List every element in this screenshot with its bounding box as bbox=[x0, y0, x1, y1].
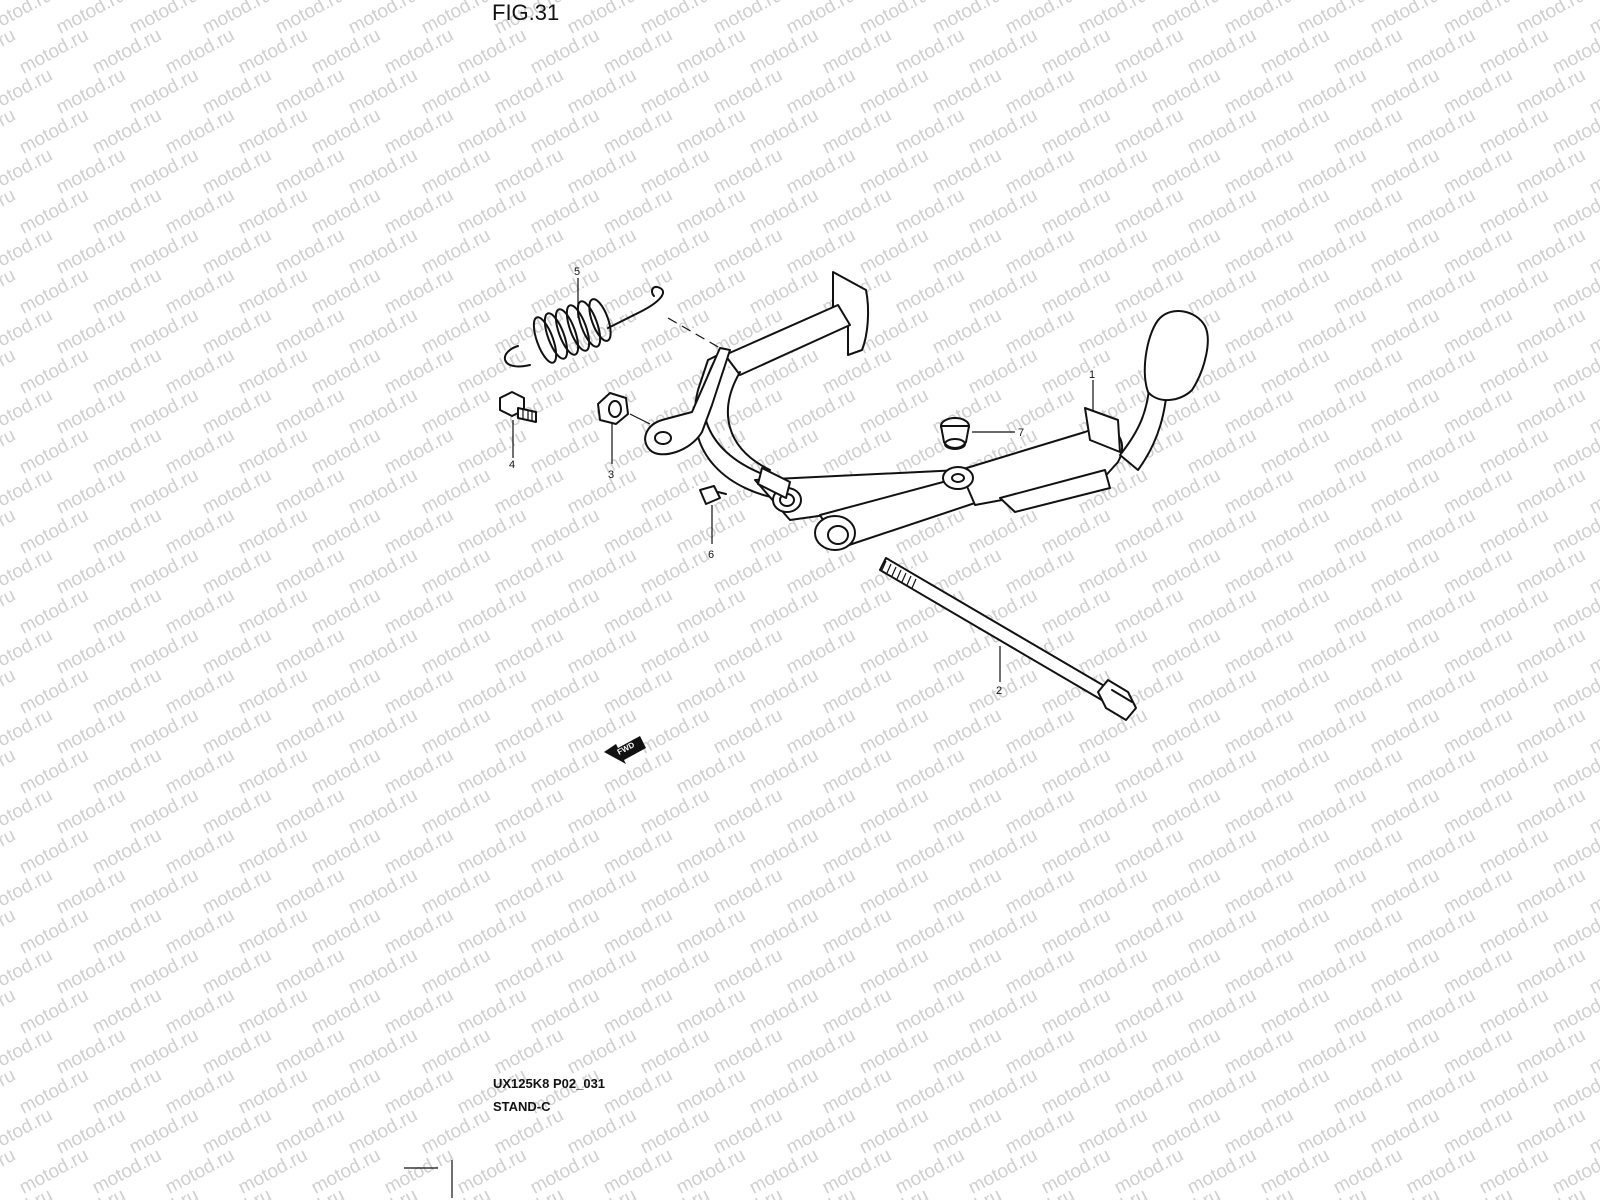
part-number-2: 2 bbox=[996, 685, 1002, 697]
part-number-1: 1 bbox=[1089, 369, 1095, 381]
figure-title: FIG.31 bbox=[492, 0, 560, 25]
part-2-shaft bbox=[879, 557, 1137, 721]
part-number-5: 5 bbox=[574, 266, 580, 278]
crop-marks bbox=[404, 1160, 453, 1198]
drawing-code: UX125K8 P02_031 bbox=[493, 1076, 606, 1091]
part-number-4: 4 bbox=[509, 459, 515, 471]
part-5-spring bbox=[503, 286, 721, 368]
leader-lines bbox=[512, 278, 1094, 682]
part-7-bumper bbox=[940, 417, 970, 450]
part-number-7: 7 bbox=[1018, 427, 1024, 439]
part-4-bolt bbox=[499, 391, 537, 423]
part-6-clip bbox=[699, 485, 727, 505]
part-numbers: 5 1 7 4 3 6 2 bbox=[509, 266, 1095, 697]
drawing-name: STAND-C bbox=[493, 1099, 551, 1114]
part-number-3: 3 bbox=[608, 469, 614, 481]
part-3-nut bbox=[597, 392, 651, 425]
part-number-6: 6 bbox=[708, 549, 714, 561]
fwd-direction-arrow: FWD bbox=[604, 736, 646, 764]
part-1-center-stand bbox=[644, 271, 1209, 551]
